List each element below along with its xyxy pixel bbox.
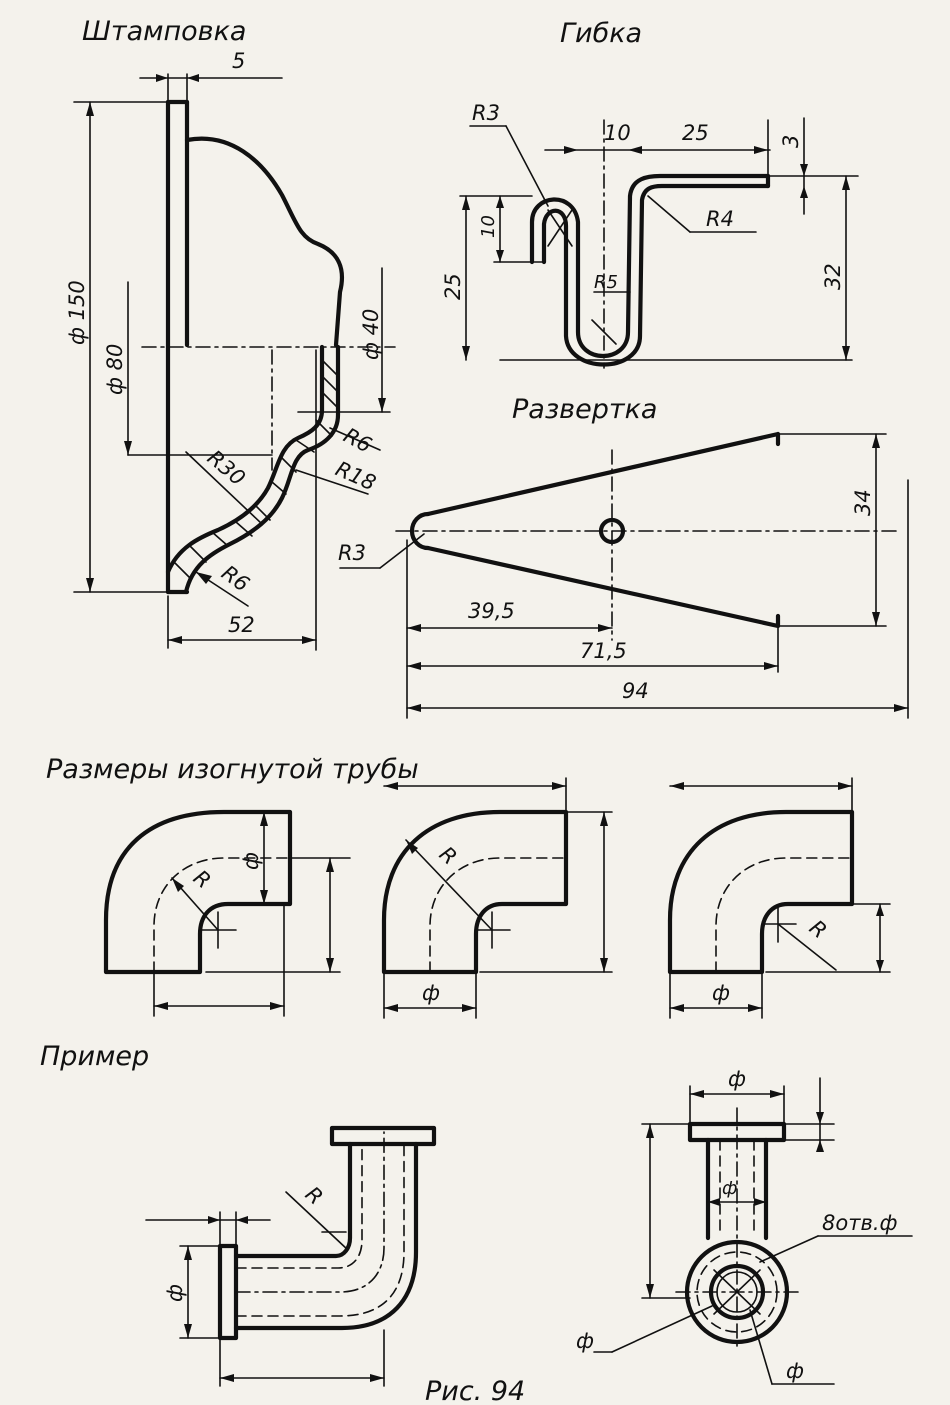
dim-bend-10: 10: [604, 121, 631, 145]
title-bending: Гибка: [560, 18, 642, 49]
title-stamping: Штамповка: [82, 16, 246, 47]
dim-unf-r3: R3: [338, 541, 366, 565]
title-unfolding: Развертка: [512, 394, 657, 425]
dim-bend-r5: R5: [594, 272, 618, 293]
dim-stamp-52: 52: [228, 613, 255, 637]
title-example: Пример: [40, 1041, 149, 1072]
dim-unf-34: 34: [851, 489, 875, 516]
example-left-phi: ф: [576, 1329, 594, 1353]
example-side-view: ф ф 8отв.ф ф ф: [576, 1067, 913, 1385]
dim-bend-25: 25: [682, 121, 709, 145]
stamping-view: 5 ф 150 ф 80 ф 40 R30 R6 R18 R6 52: [65, 49, 396, 651]
example-flange-phi: ф: [163, 1284, 187, 1302]
example-pipe-phi: ф: [722, 1178, 737, 1199]
dim-stamp-r6b: R6: [217, 561, 254, 597]
figure-caption: Рис. 94: [425, 1376, 525, 1405]
dim-unf-94: 94: [622, 679, 649, 703]
dim-unf-39: 39,5: [468, 599, 515, 623]
dim-bend-r4: R4: [706, 207, 734, 231]
pipe-elbow-1: R ф: [103, 809, 351, 1017]
bending-view: 10 25 3 32 10 25 R3 R4 R5: [441, 101, 859, 369]
pipe-elbow-3: R ф: [667, 777, 891, 1019]
dim-bend-h25: 25: [441, 273, 465, 300]
dim-bend-h10: 10: [478, 215, 499, 238]
dim-stamp-d80: ф 80: [103, 344, 127, 395]
pipe-elbow-2: R ф: [381, 777, 613, 1019]
unfolding-view: R3 34 39,5 71,5 94: [338, 431, 909, 719]
example-right-phi: ф: [786, 1359, 804, 1383]
dim-stamp-d40: ф 40: [359, 309, 383, 360]
dim-stamp-5: 5: [232, 49, 245, 73]
dim-stamp-r30: R30: [203, 445, 250, 490]
dim-stamp-d150: ф 150: [65, 280, 89, 345]
pipe1-r: R: [189, 865, 216, 893]
title-pipe-sizes: Размеры изогнутой трубы: [46, 754, 419, 785]
example-top-phi: ф: [728, 1067, 746, 1091]
dim-bend-r3: R3: [472, 101, 500, 125]
example-holes: 8отв.ф: [822, 1211, 897, 1235]
pipe3-r: R: [805, 915, 832, 943]
example-front-view: R ф: [145, 1125, 437, 1387]
pipe2-phi: ф: [422, 981, 440, 1005]
pipe2-r: R: [435, 842, 462, 870]
dim-bend-3: 3: [779, 135, 803, 148]
pipe1-phi: ф: [239, 852, 263, 870]
dim-bend-32: 32: [821, 263, 845, 290]
dim-unf-71: 71,5: [580, 639, 627, 663]
pipe3-phi: ф: [712, 981, 730, 1005]
example-r: R: [301, 1182, 328, 1210]
dim-stamp-r6: R6: [340, 423, 376, 457]
